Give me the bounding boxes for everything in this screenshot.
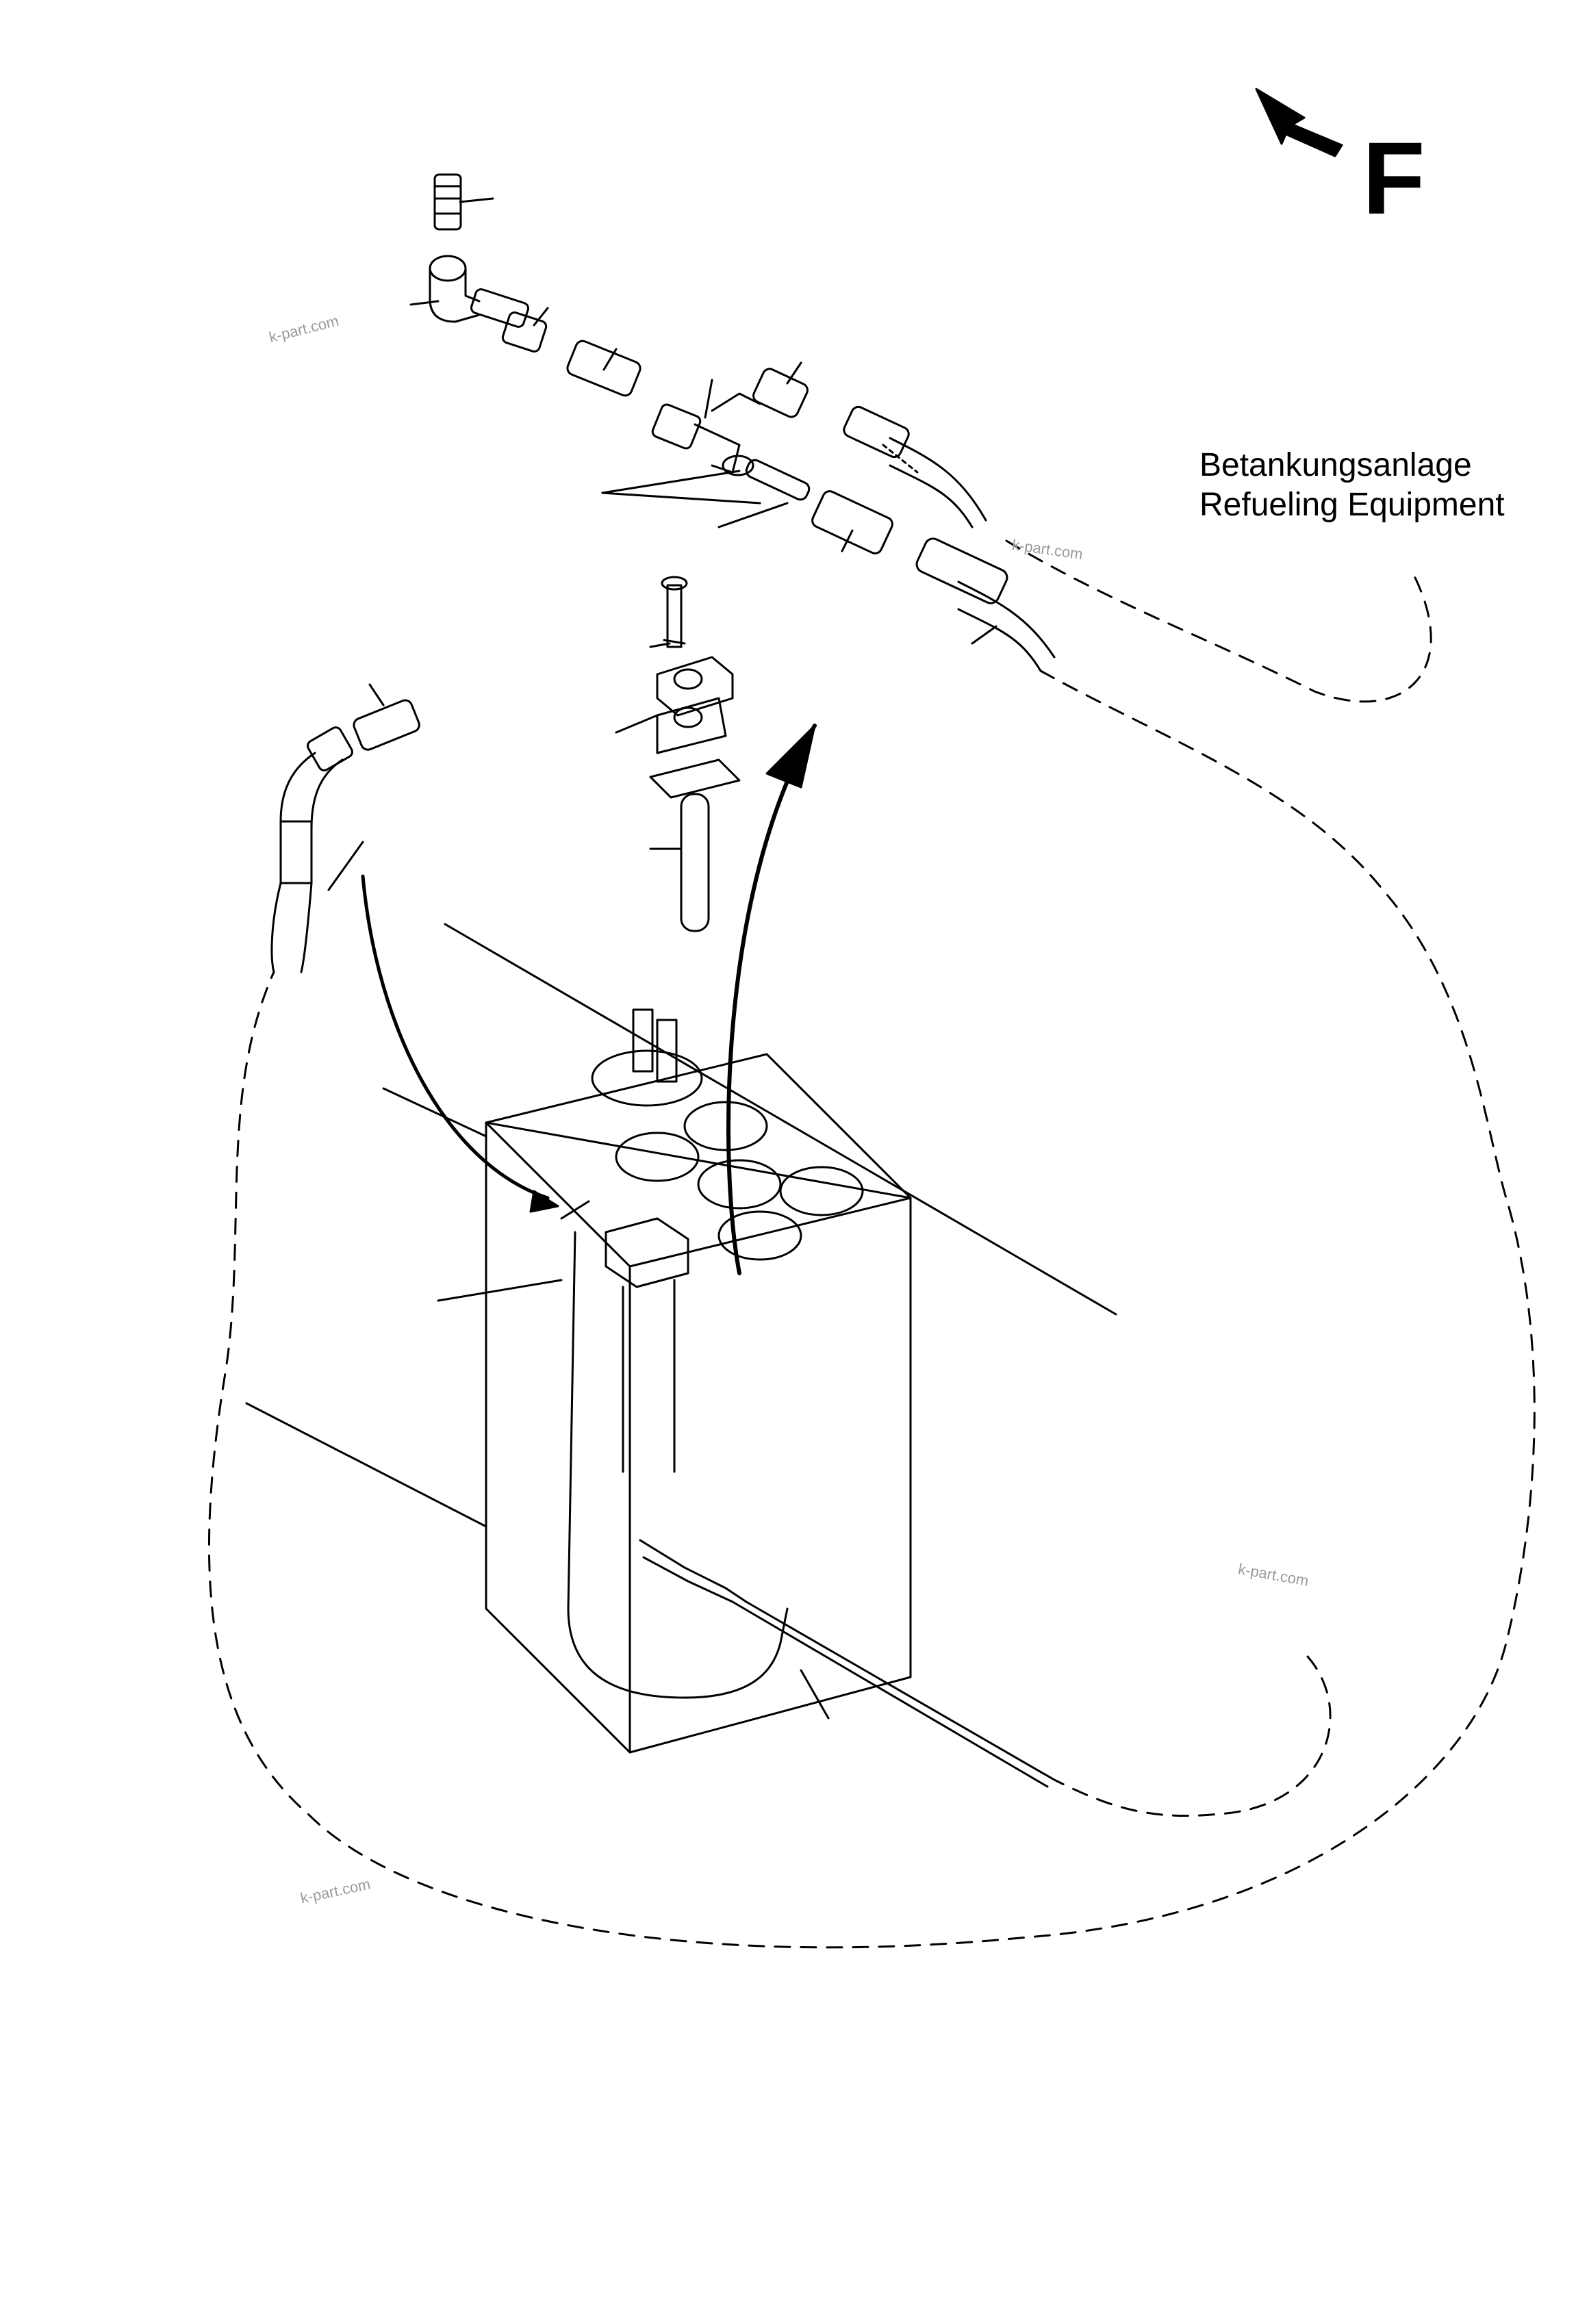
tee-fitting — [694, 423, 741, 474]
diagram-title-german: Betankungsanlage — [1199, 447, 1472, 483]
clamp-sleeve — [680, 793, 710, 932]
mounting-clamp — [615, 576, 741, 932]
left-adapter-fitting — [353, 699, 420, 751]
fuel-tank — [245, 923, 1117, 1788]
clamp-upper-half — [656, 656, 734, 717]
clamp-bolt — [666, 584, 683, 648]
sensor-box — [605, 1217, 689, 1288]
tank-opening — [591, 1049, 703, 1107]
clamp-plate — [649, 758, 741, 799]
clamp-lower-half — [656, 697, 727, 754]
left-hose-assembly — [270, 683, 420, 973]
union-fitting — [811, 490, 893, 554]
elbow-fitting — [429, 255, 467, 282]
tank-tube — [632, 1008, 654, 1073]
elbow-fitting-upper — [752, 368, 809, 418]
forward-direction-arrow-icon — [1255, 88, 1343, 157]
level-probe-line — [560, 1200, 789, 1699]
pipe-spacer — [745, 459, 811, 501]
hose-crimp-sleeve — [279, 820, 313, 884]
assembly-arrows — [361, 724, 817, 1275]
nipple-fitting — [433, 173, 462, 231]
direction-label: F — [1362, 120, 1425, 235]
diagram-title-english: Refueling Equipment — [1199, 487, 1505, 523]
nut-fitting — [501, 311, 548, 353]
upper-fitting-assembly — [409, 173, 1056, 672]
hose-route-dashed — [208, 539, 1536, 1949]
adapter-fitting — [566, 340, 641, 397]
